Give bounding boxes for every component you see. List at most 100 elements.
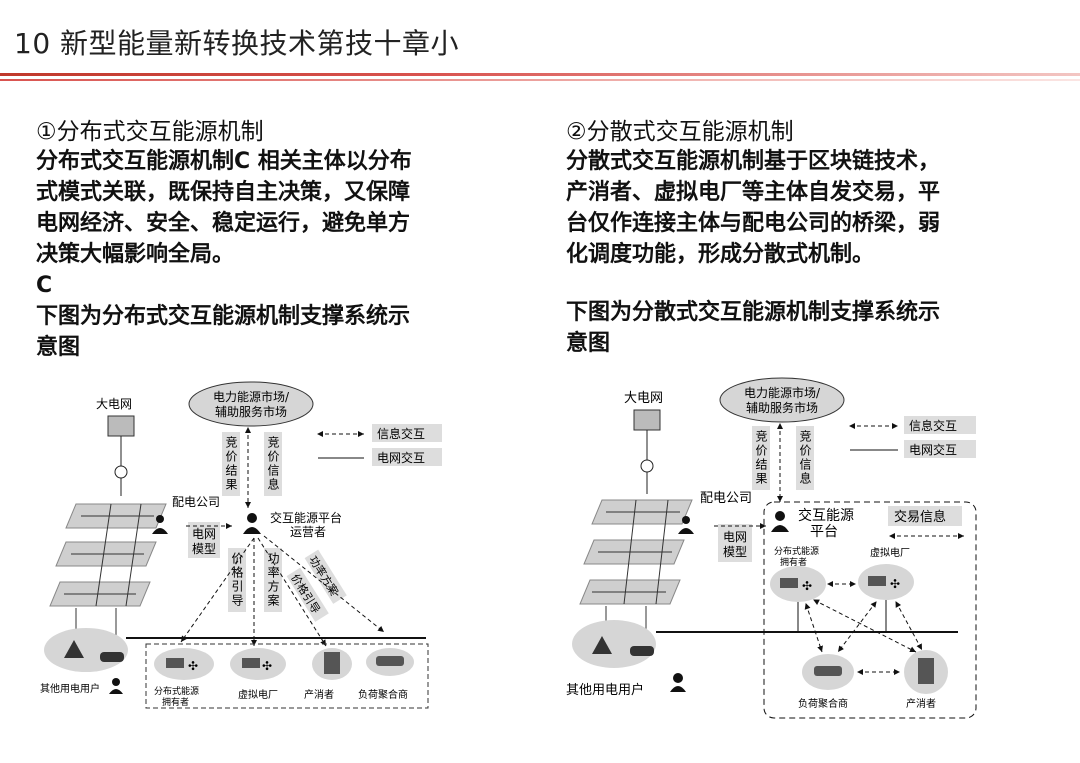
wind-turbine-icon: ✣ <box>802 579 812 593</box>
distributed-mechanism-diagram: 大电网 电力能源市场/ 辅助服务市场 竞价结果 竞价信息 信息交互 电网交互 配… <box>40 381 442 709</box>
bid-info-box <box>796 426 814 490</box>
right-paragraph-line: 产消者、虚拟电厂等主体自发交易，平 <box>566 180 941 205</box>
power-plan-box <box>264 548 282 612</box>
right-paragraph-line: 化调度功能，形成分散式机制。 <box>566 242 875 267</box>
left-caption-line: 意图 <box>36 335 81 360</box>
solar-panel-icon <box>868 576 886 586</box>
wind-turbine-icon: ✣ <box>262 659 272 673</box>
grid-model-label: 电网 <box>723 530 747 544</box>
market-label: 电力能源市场/ <box>213 389 290 404</box>
wind-turbine-icon: ✣ <box>188 659 198 673</box>
bid-result-box <box>752 426 770 490</box>
platform-label: 运营者 <box>290 525 326 539</box>
platform-label: 交互能源 <box>798 507 854 524</box>
price-guide-box <box>228 548 246 612</box>
trade-info-box <box>888 506 962 526</box>
transformer-icon <box>640 459 654 473</box>
aggregator-label: 负荷聚合商 <box>358 688 408 701</box>
legend-grid-box <box>372 448 442 466</box>
aggregator-label: 负荷聚合商 <box>798 697 848 710</box>
platform-icon <box>775 511 785 521</box>
right-caption: 下图为分散式交互能源机制支撑系统示 意图 <box>566 297 940 359</box>
legend-grid-label: 电网交互 <box>377 450 425 465</box>
right-paragraph: 分散式交互能源机制基于区块链技术， 产消者、虚拟电厂等主体自发交易，平 台仅作连… <box>566 146 940 270</box>
house-icon <box>592 636 612 654</box>
building-icon <box>918 658 934 684</box>
platform-box <box>763 501 977 719</box>
right-caption-line: 意图 <box>566 331 611 356</box>
bid-result-label: 竞价结果 <box>224 436 238 492</box>
vpp-label: 虚拟电厂 <box>870 546 910 559</box>
trade-info-label: 交易信息 <box>894 509 946 525</box>
person-icon <box>156 515 164 523</box>
building-icon <box>324 652 340 674</box>
platform-operator-icon <box>247 513 257 523</box>
big-grid-icon <box>633 409 661 431</box>
distribution-company-label: 配电公司 <box>172 495 220 509</box>
participants-box <box>145 643 429 709</box>
solar-panel-icon <box>780 578 798 588</box>
market-label: 电力能源市场/ <box>744 385 821 400</box>
bid-info-box <box>264 432 282 496</box>
left-paragraph-line: 分布式交互能源机制C 相关主体以分布 <box>36 149 412 174</box>
big-grid-label: 大电网 <box>624 391 663 406</box>
title-divider <box>0 73 1080 76</box>
grid-model-label: 模型 <box>723 545 747 559</box>
bid-info-label: 竞价信息 <box>798 430 812 486</box>
legend-info-label: 信息交互 <box>909 418 957 433</box>
solar-panel-icon <box>242 658 260 668</box>
owner-label: 拥有者 <box>780 556 807 568</box>
vpp-label: 虚拟电厂 <box>238 688 278 701</box>
market-label: 辅助服务市场 <box>746 400 818 415</box>
price-guide-label: 价格引导 <box>230 552 244 608</box>
load-icon <box>376 656 404 666</box>
right-caption-line: 下图为分散式交互能源机制支撑系统示 <box>566 300 941 325</box>
left-paragraph-line: 决策大幅影响全局。 <box>36 242 235 267</box>
distribution-company-label: 配电公司 <box>700 491 752 506</box>
left-paragraph-line: 电网经济、安全、稳定运行，避免单方 <box>36 211 411 236</box>
left-caption: 下图为分布式交互能源机制支撑系统示 意图 <box>36 301 410 363</box>
right-heading: ②分散式交互能源机制 <box>566 119 794 145</box>
market-label: 辅助服务市场 <box>215 404 287 419</box>
other-users-label: 其他用电用户 <box>566 682 644 698</box>
load-icon <box>814 666 842 676</box>
right-paragraph-line: 台仅作连接主体与配电公司的桥梁，弱 <box>566 211 941 236</box>
platform-label: 交互能源平台 <box>270 510 342 525</box>
bid-result-label: 竞价结果 <box>754 430 768 486</box>
big-grid-label: 大电网 <box>96 397 132 411</box>
left-paragraph-line: 式模式关联，既保持自主决策，又保障 <box>36 180 411 205</box>
prosumer-label: 产消者 <box>906 697 936 710</box>
transformer-icon <box>114 465 128 479</box>
legend-grid-label: 电网交互 <box>909 442 957 457</box>
legend-info-label: 信息交互 <box>377 426 425 441</box>
car-icon <box>100 652 124 662</box>
legend-info-box <box>904 416 976 434</box>
left-heading: ①分布式交互能源机制 <box>36 119 264 145</box>
market-ellipse <box>188 381 314 427</box>
left-paragraph-line: C <box>36 273 53 298</box>
wind-turbine-icon: ✣ <box>890 577 900 591</box>
car-icon <box>630 646 654 656</box>
other-users-label: 其他用电用户 <box>40 682 100 695</box>
decentralized-mechanism-diagram: 大电网 电力能源市场/ 辅助服务市场 竞价结果 竞价信息 信息交互 电网交互 配… <box>566 377 977 719</box>
legend-grid-box <box>904 440 976 458</box>
other-users-ellipse <box>44 628 128 672</box>
prosumer-label: 产消者 <box>304 688 334 701</box>
grid-model-label: 模型 <box>192 542 216 556</box>
other-users-ellipse <box>572 620 656 668</box>
slide-title: 10 新型能量新转换技术第技十章小 <box>14 27 460 60</box>
grid-model-label: 电网 <box>192 527 216 541</box>
right-paragraph-line: 分散式交互能源机制基于区块链技术， <box>566 149 941 174</box>
person-icon <box>682 516 690 524</box>
market-ellipse <box>719 377 845 423</box>
owner-label: 分布式能源 <box>154 685 199 697</box>
grid-model-box <box>718 524 752 562</box>
legend-info-box <box>372 424 442 442</box>
left-caption-line: 下图为分布式交互能源机制支撑系统示 <box>36 304 411 329</box>
owner-label: 拥有者 <box>162 696 189 708</box>
bid-result-box <box>222 432 240 496</box>
power-plan-label: 功率方案 <box>266 552 280 608</box>
grid-model-box <box>188 522 220 558</box>
big-grid-icon <box>107 415 135 437</box>
title-divider-secondary <box>0 79 1080 81</box>
